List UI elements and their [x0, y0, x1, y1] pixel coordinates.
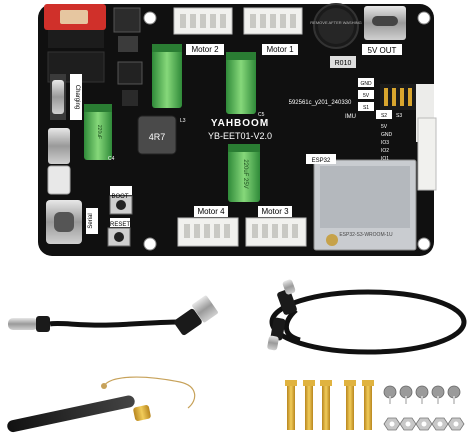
- motor4-connector: [177, 217, 239, 247]
- s1-label: S1: [363, 105, 369, 111]
- motor2-label: Motor 2: [191, 45, 219, 54]
- usb-cable-flat: [8, 295, 218, 336]
- motor1-connector: [243, 7, 303, 35]
- pcb-board: [38, 3, 437, 256]
- serial-text: 592561c_y201_240330: [289, 100, 352, 106]
- charging-label: Charging: [74, 85, 80, 109]
- io3-label: IO3: [381, 140, 389, 146]
- buzzer-text: REMOVE AFTER WASHING: [310, 20, 361, 25]
- brass-standoffs: [285, 380, 374, 430]
- usb-c-port-bottom: [46, 200, 82, 244]
- reset-button: [107, 227, 131, 247]
- cap-small-text: 220uF: [96, 125, 102, 139]
- chip-label: R010: [335, 60, 352, 67]
- screws-and-nuts: [383, 385, 465, 431]
- imu-label: IMU: [345, 114, 356, 120]
- model-text: YB-EET01-V2.0: [208, 131, 272, 141]
- usb-c-port-top: [364, 6, 406, 40]
- capacitor-3: [84, 104, 112, 160]
- esp32-module: [306, 154, 417, 251]
- capacitor-4: [228, 144, 260, 202]
- 5v-label-right: 5V: [381, 124, 388, 130]
- esp-label: ESP32: [312, 158, 331, 164]
- c5-label: C5: [258, 112, 265, 118]
- power-plug: [44, 4, 106, 48]
- s3-label: S3: [396, 113, 402, 119]
- reset-label: RESET: [110, 222, 130, 228]
- brand-text: YAHBOOM: [211, 118, 269, 129]
- inductor: [137, 115, 177, 155]
- capacitor-1: [152, 44, 182, 108]
- serial-label: Serial: [88, 213, 94, 228]
- boot-button: [109, 195, 133, 215]
- boot-label: BOOT: [111, 194, 128, 200]
- c4-label: C4: [108, 156, 115, 162]
- gnd-label-top: GND: [360, 81, 372, 87]
- 5v-out-label: 5V OUT: [368, 46, 397, 55]
- motor2-connector: [173, 7, 233, 35]
- l3-text: L3: [180, 118, 186, 124]
- antenna: [7, 376, 196, 433]
- usb-cable-coiled: [267, 279, 467, 355]
- capacitor-2: [226, 52, 256, 114]
- motor3-connector: [245, 217, 307, 247]
- io2-label: IO2: [381, 148, 389, 154]
- gnd-label-right: GND: [381, 132, 393, 138]
- motor1-label: Motor 1: [266, 45, 294, 54]
- cap-big-text: 220uF 25V: [242, 159, 248, 188]
- buzzer: [313, 3, 359, 49]
- motor3-label: Motor 3: [261, 207, 289, 216]
- esp-module-label: ESP32-S3-WROOM-1U: [339, 232, 393, 238]
- io1-label: IO1: [381, 156, 389, 162]
- s2-label: S2: [381, 113, 387, 119]
- 5v-label-top: 5V: [363, 93, 370, 99]
- motor4-label: Motor 4: [197, 207, 225, 216]
- inductor-text: 4R7: [149, 132, 166, 142]
